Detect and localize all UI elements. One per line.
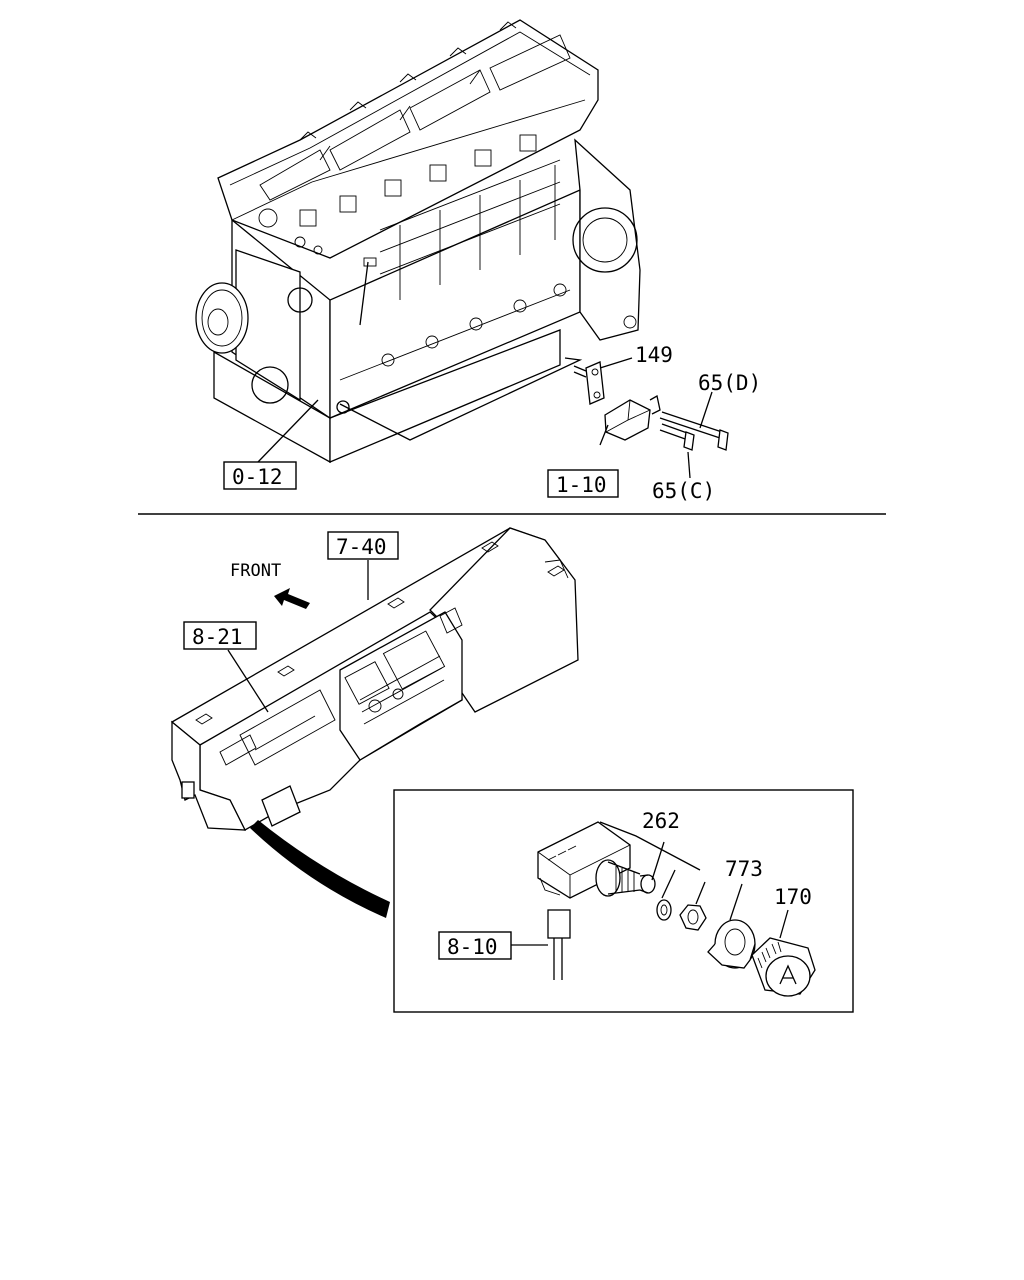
- bolt-d-part: [659, 391, 729, 451]
- washer-part: [656, 869, 676, 921]
- switch-part: [537, 821, 656, 899]
- bolt-c-part: [659, 423, 695, 479]
- ref-panel-box[interactable]: [183, 621, 257, 650]
- ref-harness-label: 8-10: [447, 935, 498, 959]
- ref-harness-box[interactable]: [438, 931, 512, 960]
- switch-part-label: 262: [642, 809, 680, 833]
- ref-engine-box[interactable]: [223, 461, 297, 490]
- engine-illustration: [195, 19, 641, 464]
- ref-engine-label: 0-12: [232, 465, 283, 489]
- switch-part-leader: [599, 821, 701, 881]
- harness-connector-part: [547, 909, 571, 980]
- front-direction-label: FRONT: [230, 561, 281, 581]
- dashboard-illustration: [170, 527, 579, 831]
- ref-sensor-label: 1-10: [556, 473, 607, 497]
- sensor-part: [599, 394, 661, 446]
- hex-nut-part: [679, 881, 707, 931]
- engine-leader-line: [339, 357, 583, 441]
- nut-part-label: 773: [725, 857, 763, 881]
- bolt-c-part-label: 65(C): [652, 479, 715, 503]
- bracket-part: [573, 357, 633, 405]
- bracket-part-label: 149: [635, 343, 673, 367]
- ref-sensor-box[interactable]: [547, 469, 619, 498]
- ref-panel-leader: [227, 649, 269, 713]
- ref-engine-leader: [257, 399, 319, 463]
- detail-pointer: [250, 820, 390, 918]
- front-arrow-icon: [274, 588, 310, 609]
- bolt-d-part-label: 65(D): [698, 371, 761, 395]
- ref-dashboard-box[interactable]: [327, 531, 399, 560]
- knob-170-part: [751, 909, 816, 997]
- knob-part-label: 170: [774, 885, 812, 909]
- nut-773-part: [707, 883, 756, 969]
- ref-dashboard-label: 7-40: [336, 535, 387, 559]
- ref-panel-label: 8-21: [192, 625, 243, 649]
